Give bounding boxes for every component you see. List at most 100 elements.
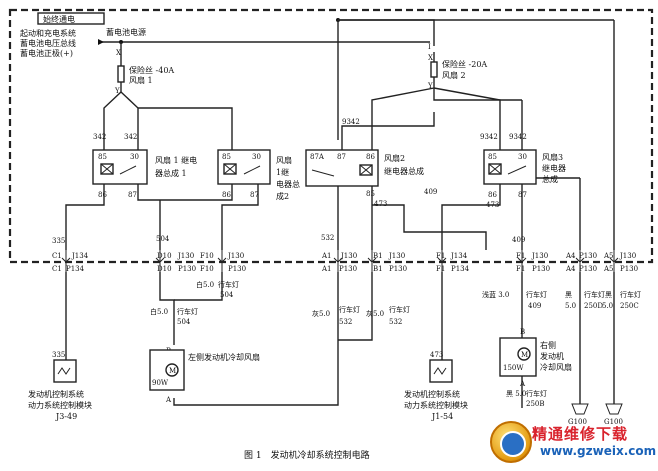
n532-b: 532: [389, 318, 402, 326]
fuse2-to-relay2-87a: [341, 112, 435, 150]
fuse2-pin-y: Y: [427, 82, 433, 90]
fuse2-split-left: [371, 87, 435, 150]
relay1-label-2: 器总成 1: [155, 168, 187, 178]
ground-g100-b-icon: [605, 403, 623, 415]
pin-I: I: [428, 43, 431, 51]
conn-p130-c: P130: [339, 265, 357, 273]
n250c: 250C: [620, 302, 639, 310]
relay1-switch-icon: [119, 165, 137, 175]
left-motor-pin-a: A: [165, 396, 172, 404]
connector-pin-a4: [575, 250, 585, 272]
conn-j130-a: J130: [177, 252, 194, 260]
relay-mid-pin30: 30: [252, 153, 261, 161]
battery-source-label: 蓄电池电源: [106, 27, 146, 37]
ecm-right-label-1: 发动机控制系统: [404, 389, 460, 399]
watermark-title: 精通维修下载: [532, 425, 629, 443]
black-a: 黑: [565, 291, 572, 299]
conn-c1-bot: C1: [52, 265, 62, 273]
wire-409-b: 409: [424, 188, 437, 196]
conn-j130-d: J130: [388, 252, 405, 260]
relay3-pin30: 30: [518, 153, 527, 161]
right-motor-label-2: 发动机: [540, 351, 564, 361]
conn-f1b-top: F1: [516, 252, 525, 260]
conn-f1-top: F1: [436, 252, 445, 260]
relay3-label-1: 风扇3: [542, 152, 563, 162]
conn-a5-top: A5: [603, 252, 614, 260]
conn-f1-bot: F1: [436, 265, 445, 273]
relay-mid-pin86: 86: [222, 191, 231, 199]
fuse1-pin-y: Y: [114, 87, 120, 95]
ground-label-b: G100: [604, 418, 623, 426]
run-lamp-g: 行车灯: [620, 290, 641, 299]
wire-335-b: 335: [52, 351, 65, 359]
n409: 409: [528, 302, 541, 310]
ground-g100-a-icon: [571, 403, 589, 415]
supply-line-2: 蓄电池电压总线: [20, 38, 76, 48]
figure-caption: 图 1 发动机冷却系统控制电路: [244, 449, 370, 461]
wire-473: 473: [374, 200, 387, 208]
relay3-pin85: 85: [488, 153, 497, 161]
right-motor-label-3: 冷却风扇: [540, 362, 572, 372]
ecm-left-ref: J3-49: [55, 412, 77, 421]
relay1-box: [92, 149, 148, 185]
ecm-right-symbol: [429, 359, 453, 383]
fuse1-split-left: [103, 91, 122, 150]
fuse1-feed-relay2: [138, 107, 233, 150]
n504-a: 504: [220, 291, 234, 299]
relay3-switch-icon: [507, 165, 527, 175]
conn-a4-bot: A4: [565, 265, 576, 273]
supply-line-3: 蓄电池正极(+): [20, 48, 73, 58]
connector-pin-b1: [367, 250, 377, 272]
conn-c1-top: C1: [52, 252, 62, 260]
watermark-logo-icon: [490, 421, 532, 463]
grey-50-b: 灰5.0: [366, 309, 384, 318]
ecm-left-label-2: 动力系统控制模块: [28, 400, 92, 410]
right-motor-box: [499, 337, 537, 377]
conn-p130-h: P130: [620, 265, 638, 273]
conn-f10-bot: F10: [200, 265, 214, 273]
wire-532-b: [338, 272, 373, 341]
ecm-left-symbol: [53, 359, 77, 383]
relay2-label-2: 继电器总成: [384, 166, 424, 176]
relay-mid-label-1: 风扇: [276, 155, 292, 165]
conn-j130-e: J130: [531, 252, 548, 260]
always-on-box: [37, 12, 105, 25]
connector-pin-f1b: [517, 250, 527, 272]
wire-504-to-left-motor: [159, 272, 175, 345]
conn-j130-b: J130: [227, 252, 244, 260]
relay2-label-1: 风扇2: [384, 153, 405, 163]
grey-50-a: 灰5.0: [312, 309, 330, 318]
relay-mid-label-4: 成2: [276, 191, 289, 201]
wire-335: 335: [52, 237, 65, 245]
ecm-right-ref: J1-54: [431, 412, 453, 421]
ecm-right-label-2: 动力系统控制模块: [404, 400, 468, 410]
n504-b: 504: [177, 318, 191, 326]
conn-j130-f: J130: [619, 252, 636, 260]
black-b: 黑 5.0: [506, 390, 526, 398]
n250d: 250D: [584, 302, 603, 310]
right-motor-pin-b: B: [520, 328, 525, 336]
conn-d10-top: D10: [157, 252, 172, 260]
wire-473-b: 473: [486, 201, 499, 209]
relay-mid-label-2: 1继: [276, 167, 289, 177]
connector-pin-a1: [333, 250, 343, 272]
run-lamp-f: 行车灯黑: [584, 290, 612, 299]
conn-f1b-bot: F1: [516, 265, 525, 273]
wire-473-c: 473: [430, 351, 443, 359]
relay2-coil-cross: [359, 164, 373, 176]
connector-pin-a5: [609, 250, 619, 272]
conn-d10-bot: D10: [157, 265, 172, 273]
conn-p130-f: P130: [579, 252, 597, 260]
relay1-label-1: 风扇 1 继电: [155, 155, 197, 165]
ecm-left-label-1: 发动机控制系统: [28, 389, 84, 399]
relay2-pin87: 87: [337, 153, 346, 161]
wire-9342-c: 9342: [509, 133, 527, 141]
wire-504b-to-left-motor: [174, 272, 223, 301]
run-lamp-e: 行车灯: [526, 290, 547, 299]
fuse1-name: 保险丝 -40A: [129, 65, 174, 75]
left-motor-m-glyph: M: [169, 367, 176, 375]
relay-mid-coil-cross: [223, 163, 237, 175]
run-lamp-d: 行车灯: [389, 305, 410, 314]
connector-pin-f1: [437, 250, 447, 272]
